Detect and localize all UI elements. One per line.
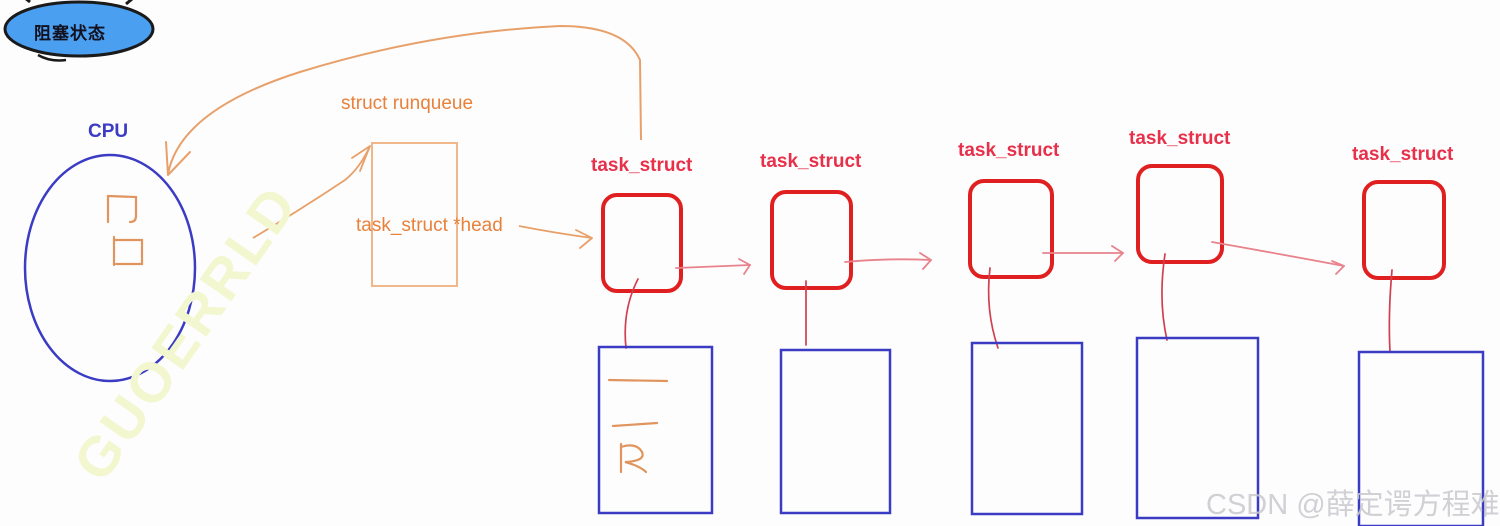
arrow-task-1-to-2: [675, 258, 751, 275]
memory-block-1-scribbles: [607, 378, 669, 474]
task-to-memory-leaders: [624, 253, 1393, 353]
task-struct-label-3: task_struct: [958, 140, 1060, 161]
leader-1: [624, 278, 639, 349]
arrow-task-2-to-3: [844, 252, 932, 270]
arrow-to-runqueue-box: [252, 145, 371, 239]
blocked-state-node: [3, 0, 155, 62]
blocked-state-edge-bottom: [37, 53, 67, 62]
arrow-task-3-to-4: [1042, 245, 1124, 262]
arrow-task-4-to-5: [1211, 241, 1345, 275]
arrow-runqueue-to-cpu: [165, 24, 642, 176]
memory-block-1: [597, 345, 714, 515]
cpu-label: CPU: [88, 121, 129, 142]
task-struct-box-4: [1136, 164, 1224, 264]
cpu-inner-scribbles: [106, 194, 144, 267]
task-struct-next-arrows: [675, 241, 1345, 275]
task-struct-box-5: [1362, 180, 1446, 280]
task-struct-label-5: task_struct: [1352, 144, 1454, 165]
memory-blocks: [597, 336, 1485, 526]
task-struct-box-3: [968, 179, 1054, 279]
runqueue-box: [371, 142, 458, 287]
runqueue-head-field-label: task_struct *head: [356, 215, 503, 236]
task-struct-label-1: task_struct: [591, 155, 693, 176]
memory-block-4: [1135, 336, 1260, 520]
leader-3: [987, 267, 999, 349]
arrow-head-to-task-1: [518, 225, 593, 249]
runqueue-title-label: struct runqueue: [341, 93, 474, 114]
blocked-state-label: 阻塞状态: [34, 24, 106, 43]
task-struct-label-4: task_struct: [1129, 128, 1231, 149]
memory-block-5: [1357, 350, 1485, 526]
task-struct-box-2: [770, 190, 853, 290]
blocked-state-edge-left: [25, 0, 31, 4]
task-struct-box-1: [601, 193, 683, 293]
csdn-watermark: CSDN @薛定谔方程难: [1206, 489, 1500, 521]
cpu-ellipse: [23, 153, 197, 383]
leader-4: [1161, 253, 1168, 341]
memory-block-3: [970, 341, 1084, 516]
task-struct-boxes: [601, 164, 1446, 293]
blocked-state-edge-right: [125, 0, 134, 6]
leader-5: [1388, 269, 1393, 353]
memory-block-2: [779, 348, 892, 515]
task-struct-label-2: task_struct: [760, 151, 862, 172]
blocked-state-ellipse: [3, 0, 155, 58]
